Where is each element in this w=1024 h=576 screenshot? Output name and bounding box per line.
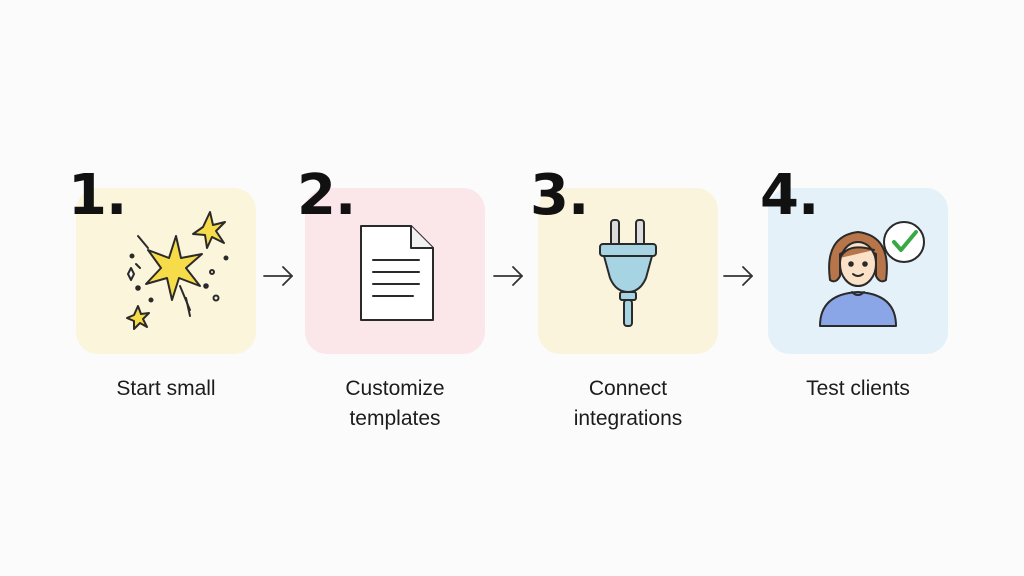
arrow-right-icon xyxy=(492,264,526,288)
step-2-card xyxy=(305,188,485,354)
arrow-right-icon xyxy=(262,264,296,288)
step-1-card xyxy=(76,188,256,354)
person-check-icon xyxy=(819,221,925,327)
step-1: 1. Start small xyxy=(56,0,256,576)
step-number: 3. xyxy=(530,163,589,228)
arrow-right-icon xyxy=(722,264,756,288)
step-number: 2. xyxy=(297,163,356,228)
step-label: Test clients xyxy=(806,377,910,400)
sparkles-icon xyxy=(126,211,229,330)
step-label: Start small xyxy=(116,377,216,400)
document-icon xyxy=(360,225,434,321)
step-number: 1. xyxy=(68,163,127,228)
step-3-card xyxy=(538,188,718,354)
step-number: 4. xyxy=(760,163,819,228)
step-4: 4. Test clients xyxy=(748,0,948,576)
step-4-card xyxy=(768,188,948,354)
plug-icon xyxy=(599,219,657,327)
